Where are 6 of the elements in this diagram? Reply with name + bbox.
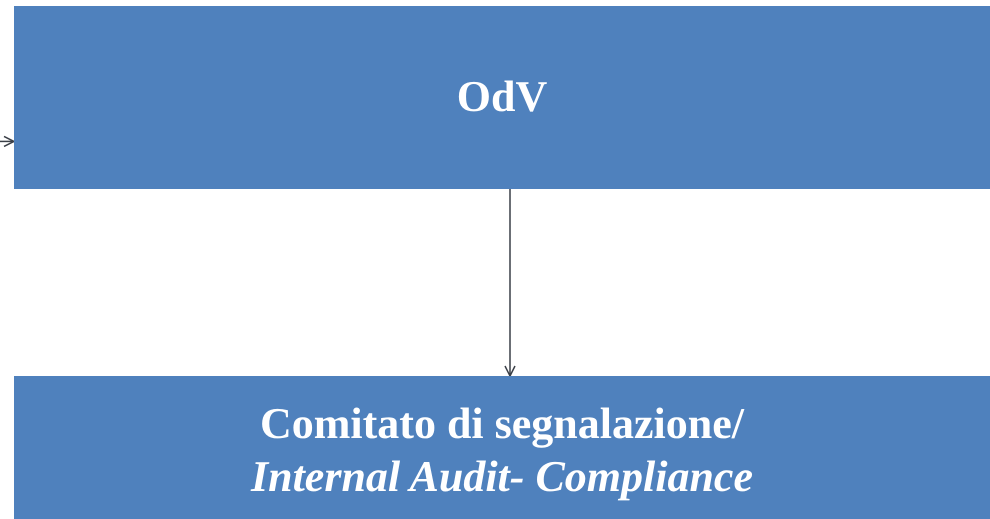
arrow: [504, 189, 516, 377]
process-box: [14, 6, 990, 189]
box-label: OdV: [456, 71, 548, 124]
process-box: [14, 376, 990, 519]
box-label: Comitato di segnalazione/ Internal Audit- Compliance: [250, 398, 754, 503]
arrow: [0, 136, 15, 148]
